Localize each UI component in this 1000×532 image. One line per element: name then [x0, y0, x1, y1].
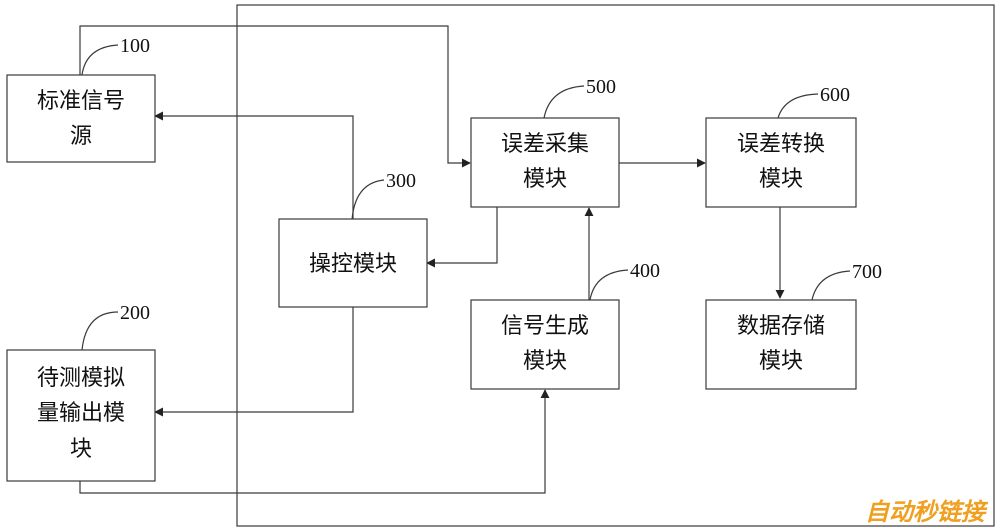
ref-number-600: 600: [820, 84, 850, 106]
connector-500-to-300: [426, 207, 498, 268]
leader-600: [777, 93, 819, 119]
module-200: 待测模拟 量输出模 块: [6, 349, 156, 482]
module-600-label-line2: 模块: [759, 167, 803, 192]
module-100-label-line2: 源: [70, 124, 92, 149]
module-400: 信号生成 模块: [470, 299, 620, 390]
module-200-label-line1: 待测模拟: [37, 366, 125, 391]
module-200-label-line2: 量输出模: [37, 401, 125, 426]
module-500-label-line2: 模块: [523, 167, 567, 192]
ref-number-200: 200: [120, 302, 150, 324]
ref-number-500: 500: [586, 76, 616, 98]
leader-500: [543, 85, 585, 119]
module-300: 操控模块: [278, 218, 428, 308]
leader-200: [81, 311, 119, 351]
module-100-label-line1: 标准信号: [37, 89, 125, 114]
leader-400: [589, 269, 629, 301]
connector-300-to-100: [154, 111, 354, 219]
module-700-label-line2: 模块: [759, 349, 803, 374]
module-600-label-line1: 误差转换: [737, 132, 825, 157]
connector-300-to-200: [154, 307, 354, 417]
ref-number-400: 400: [630, 260, 660, 282]
leader-300: [351, 179, 385, 221]
module-300-label: 操控模块: [309, 252, 397, 277]
module-700: 数据存储 模块: [705, 299, 857, 390]
module-200-label-line3: 块: [70, 437, 92, 462]
module-500: 误差采集 模块: [470, 117, 620, 208]
module-600: 误差转换 模块: [705, 117, 857, 208]
leader-700: [811, 270, 851, 301]
module-700-label-line1: 数据存储: [737, 314, 825, 339]
connector-200-to-400: [79, 389, 550, 494]
module-100: 标准信号 源: [6, 74, 156, 163]
watermark-text: 自动秒链接: [865, 498, 989, 526]
leader-100: [81, 44, 119, 76]
connector-100-to-500: [79, 25, 471, 168]
ref-number-300: 300: [386, 170, 416, 192]
module-400-label-line2: 模块: [523, 349, 567, 374]
system-boundary: [236, 4, 995, 527]
module-500-label-line1: 误差采集: [501, 132, 589, 157]
ref-number-700: 700: [852, 261, 882, 283]
ref-number-100: 100: [120, 35, 150, 57]
module-400-label-line1: 信号生成: [501, 314, 589, 339]
